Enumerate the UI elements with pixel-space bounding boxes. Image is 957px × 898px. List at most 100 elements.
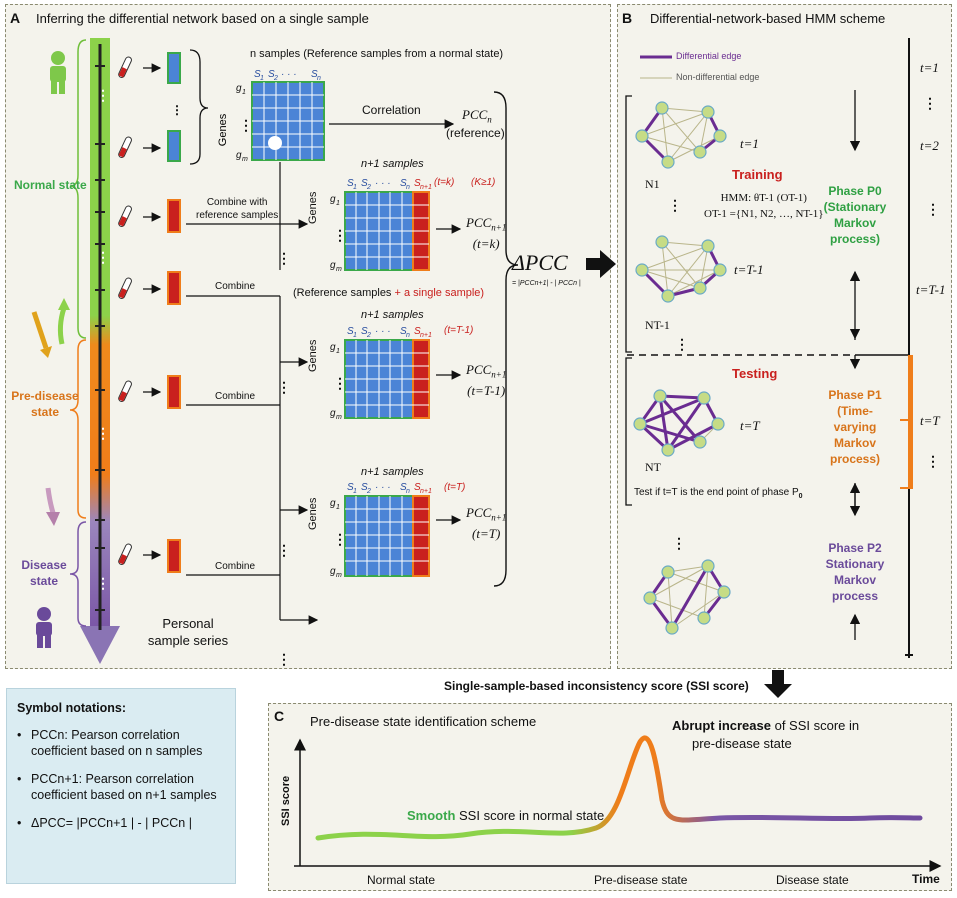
- svg-text:⋮: ⋮: [96, 87, 110, 103]
- legend-diff-label: Differential edge: [676, 51, 742, 61]
- svg-text:S: S: [268, 69, 275, 80]
- svg-text:⋮: ⋮: [277, 250, 291, 266]
- svg-text:⋮: ⋮: [277, 542, 291, 558]
- svg-text:⋮: ⋮: [171, 103, 183, 117]
- svg-text:n: n: [317, 75, 321, 82]
- panel-b-letter: B: [622, 10, 633, 26]
- panel-b-title: Differential-network-based HMM scheme: [650, 11, 886, 26]
- matrix-t-T-1: [344, 339, 430, 419]
- normal-brace: [69, 39, 87, 339]
- abrupt-increase-label: Abrupt increase of SSI score in pre-dise…: [672, 718, 860, 751]
- svg-text:S: S: [254, 69, 261, 80]
- reference-matrix: [251, 81, 325, 161]
- axis-tick-t2: t=2: [920, 138, 939, 153]
- svg-text:n: n: [406, 184, 410, 191]
- svg-text:⋮: ⋮: [277, 379, 291, 395]
- svg-text:⋮: ⋮: [277, 651, 291, 667]
- correlation-label: Correlation: [362, 103, 421, 117]
- b-to-c-arrow-icon: [764, 670, 792, 698]
- matrix-t-T: [344, 495, 430, 577]
- t-T-red-label: (t=T): [444, 482, 466, 493]
- test-text: Test if t=T is the end point of phase P0: [634, 487, 803, 500]
- combine-label-2: Combine: [215, 391, 256, 402]
- svg-text:⋮: ⋮: [926, 201, 940, 217]
- tT1-network-label: t=T-1: [734, 262, 764, 277]
- n1-label: N1: [645, 177, 660, 191]
- timeline-bar: ⋮⋮ ⋮⋮: [80, 38, 120, 664]
- svg-text:m: m: [336, 414, 342, 421]
- svg-text:S: S: [414, 326, 421, 337]
- t1-network-label: t=1: [740, 136, 759, 151]
- network-nT: [633, 389, 725, 457]
- svg-text:S: S: [400, 326, 407, 337]
- svg-text:⋮: ⋮: [333, 531, 347, 547]
- svg-text:1: 1: [353, 332, 357, 339]
- x-normal-label: Normal state: [367, 873, 436, 887]
- panel-c: [268, 703, 952, 891]
- notes-heading: Symbol notations:: [17, 701, 127, 715]
- svg-text:2: 2: [366, 332, 371, 339]
- svg-text:⋮: ⋮: [333, 227, 347, 243]
- t-k-label: (t=k): [434, 177, 455, 188]
- svg-text:S: S: [400, 482, 407, 493]
- note-pcc-n1: •PCCn+1: Pearson correlation coefficient…: [17, 772, 217, 802]
- svg-text:2: 2: [273, 75, 278, 82]
- svg-text:n+1: n+1: [420, 332, 432, 339]
- network-disease: [643, 559, 731, 635]
- pcc-n1-t-k: PCCn+1(t=k): [466, 215, 507, 251]
- svg-text:2: 2: [366, 488, 371, 495]
- svg-text:S: S: [414, 178, 421, 189]
- combine-label-3: Combine: [215, 561, 256, 572]
- t-T-1-red-label: (t=T-1): [444, 325, 474, 336]
- svg-text:⋮: ⋮: [926, 453, 940, 469]
- svg-text:g: g: [330, 194, 336, 205]
- n1-samples-t-T-1: n+1 samples: [361, 309, 424, 321]
- svg-text:g: g: [330, 566, 336, 577]
- reference-label: (reference): [446, 126, 505, 140]
- sick-person-icon: [36, 607, 52, 648]
- testing-label: Testing: [732, 366, 778, 381]
- k-ge-1-label: (K≥1): [471, 177, 496, 188]
- panel-c-title: Pre-disease state identification scheme: [310, 714, 537, 729]
- disease-brace: [69, 521, 87, 627]
- svg-text:⋮: ⋮: [239, 117, 253, 133]
- svg-text:⋮: ⋮: [96, 575, 110, 591]
- matrix-t-k: [344, 191, 430, 271]
- axis-tick-tT: t=T: [920, 413, 940, 428]
- n1-samples-t-k: n+1 samples: [361, 158, 424, 170]
- panel-c-letter: C: [274, 708, 285, 724]
- tT-network-label: t=T: [740, 418, 760, 433]
- sample-bars: [167, 52, 181, 573]
- note-pcc-n: •PCCn: Pearson correlation coefficient b…: [17, 728, 203, 758]
- svg-text:S: S: [361, 326, 368, 337]
- svg-text:· · ·: · · ·: [375, 178, 391, 189]
- svg-text:⋮: ⋮: [923, 95, 937, 111]
- progression-arrow-icon: [45, 487, 60, 526]
- svg-text:m: m: [336, 572, 342, 579]
- svg-text:g: g: [330, 408, 336, 419]
- series-caption: Personal sample series: [147, 616, 229, 648]
- svg-text:· · ·: · · ·: [375, 326, 391, 337]
- svg-text:m: m: [242, 156, 248, 163]
- svg-text:1: 1: [336, 504, 340, 511]
- network-n1: [635, 101, 727, 169]
- svg-text:⋮: ⋮: [96, 249, 110, 265]
- nT1-label: NT-1: [645, 318, 670, 332]
- panel-a-letter: A: [10, 10, 21, 26]
- svg-text:g: g: [330, 260, 336, 271]
- svg-text:g: g: [330, 342, 336, 353]
- ref-plus-single-label: (Reference samples + a single sample): [293, 287, 485, 299]
- combine-label-1: Combine: [215, 281, 256, 292]
- svg-text:S: S: [347, 178, 354, 189]
- svg-text:n: n: [406, 488, 410, 495]
- x-predisease-label: Pre-disease state: [594, 873, 688, 887]
- svg-text:1: 1: [353, 488, 357, 495]
- ssi-curve: [315, 735, 923, 841]
- nT-label: NT: [645, 460, 661, 474]
- note-delta-pcc: •ΔPCC= |PCCn+1 | - | PCCn |: [17, 816, 192, 830]
- pcc-n1-t-T: PCCn+1(t=T): [466, 505, 507, 541]
- svg-text:⋮: ⋮: [333, 375, 347, 391]
